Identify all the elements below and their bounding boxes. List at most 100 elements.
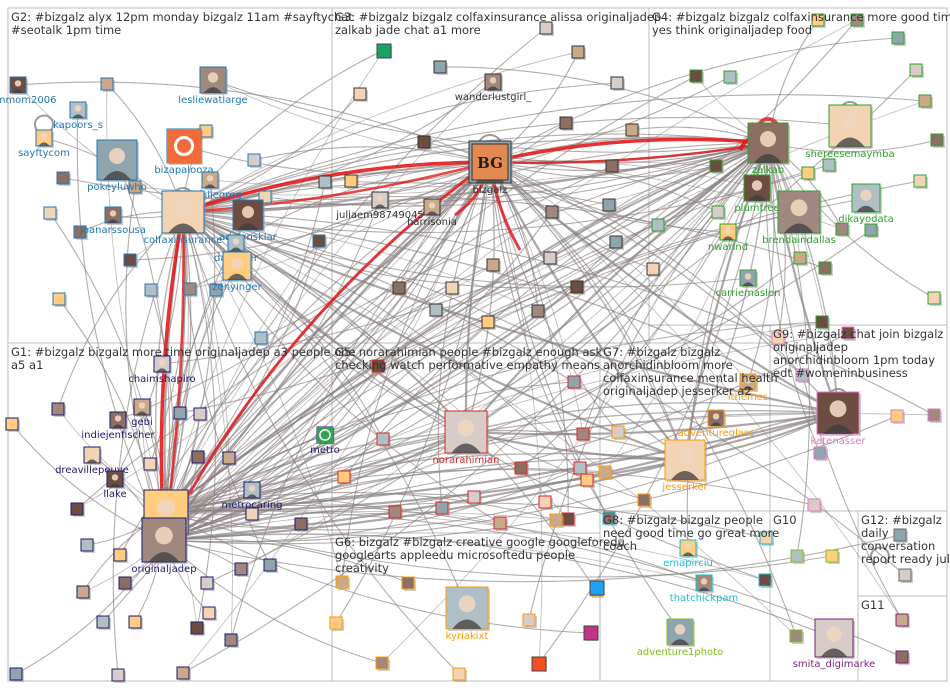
node-avatar[interactable] (177, 667, 191, 681)
node-avatar[interactable] (418, 136, 432, 150)
node-joanarssousa[interactable] (105, 207, 123, 225)
node-avatar[interactable] (759, 574, 773, 588)
node-avatar[interactable] (599, 466, 613, 480)
node-adventureglass[interactable] (708, 410, 726, 428)
node-avatar[interactable] (144, 458, 158, 472)
node-avatar[interactable] (354, 88, 368, 102)
instagram-icon[interactable] (584, 626, 598, 640)
node-avatar[interactable] (295, 518, 309, 532)
node-avatar[interactable] (808, 499, 822, 513)
node-nwarind[interactable] (720, 224, 738, 242)
node-bizgalz[interactable]: BG (469, 141, 513, 185)
node-norarahimian[interactable] (445, 411, 489, 455)
node-thatchickpam[interactable] (696, 575, 714, 593)
node-adventure1photo[interactable] (667, 619, 695, 647)
node-juliaem98749045[interactable] (372, 192, 390, 210)
google-logo-icon[interactable] (377, 44, 391, 58)
node-avatar[interactable] (119, 577, 133, 591)
node-avatar[interactable] (330, 617, 344, 631)
node-dreavillepeuve[interactable] (84, 447, 102, 465)
node-avatar[interactable] (436, 502, 450, 516)
node-avatar[interactable] (819, 262, 833, 276)
node-pokeyluwho[interactable] (97, 140, 139, 182)
node-avatar[interactable] (453, 668, 467, 682)
node-avatar[interactable] (191, 622, 205, 636)
node-avatar[interactable] (468, 491, 482, 505)
twitter-bird-icon[interactable] (590, 581, 604, 595)
node-wanderlustgirl-[interactable] (485, 74, 503, 92)
node-avatar[interactable] (389, 506, 403, 520)
node-avatar[interactable] (790, 630, 804, 644)
node-avatar[interactable] (899, 569, 913, 583)
node-avatar[interactable] (124, 254, 138, 268)
node-avatar[interactable] (402, 577, 416, 591)
node-brendaindallas[interactable] (778, 191, 822, 235)
node-avatar[interactable] (112, 669, 126, 683)
node-avatar[interactable] (638, 494, 652, 508)
node-avatar[interactable] (606, 160, 620, 174)
node-avatar[interactable] (572, 46, 586, 60)
node-avatar[interactable] (201, 577, 215, 591)
node-avatar[interactable] (710, 160, 724, 174)
node-avatar[interactable] (603, 199, 617, 213)
node-avatar[interactable] (10, 668, 24, 682)
node-avatar[interactable] (568, 376, 582, 390)
node-avatar[interactable] (794, 252, 808, 266)
node-zalkab[interactable] (748, 123, 790, 165)
node-avatar[interactable] (560, 117, 574, 131)
node-harrisonia[interactable] (424, 199, 442, 217)
node-avatar[interactable] (376, 657, 390, 671)
node-kapoors-s[interactable] (70, 102, 88, 120)
node-avatar[interactable] (223, 452, 237, 466)
node-avatar[interactable] (546, 206, 560, 220)
node-avatar[interactable] (6, 418, 20, 432)
node-avatar[interactable] (129, 616, 143, 630)
node-avatar[interactable] (97, 616, 111, 630)
node-shereesemaymba[interactable] (829, 105, 873, 149)
node-avatar[interactable] (611, 77, 625, 91)
node-avatar[interactable] (336, 576, 350, 590)
node-avatar[interactable] (338, 471, 352, 485)
node-avatar[interactable] (896, 651, 910, 665)
node-avatar[interactable] (562, 513, 576, 527)
node-indiejenfischer[interactable] (110, 412, 128, 430)
node-avatar[interactable] (919, 95, 933, 109)
microsoft-logo-icon[interactable] (532, 657, 546, 671)
node-avatar[interactable] (377, 433, 391, 447)
node-colfaxinsurance[interactable] (162, 191, 206, 235)
node-avatar[interactable] (724, 71, 738, 85)
node-avatar[interactable] (264, 559, 278, 573)
node-avatar[interactable] (540, 22, 554, 36)
node-avatar[interactable] (826, 550, 840, 564)
node-avatar[interactable] (928, 409, 942, 423)
node-avatar[interactable] (928, 292, 942, 306)
node-avatar[interactable] (114, 549, 128, 563)
node-avatar[interactable] (712, 206, 726, 220)
node-avatar[interactable] (814, 447, 828, 461)
node-avatar[interactable] (571, 281, 585, 295)
node-avatar[interactable] (53, 293, 67, 307)
node-avatar[interactable] (647, 263, 661, 277)
node-avatar[interactable] (892, 32, 906, 46)
node-katenasser[interactable] (817, 392, 861, 436)
node-avatar[interactable] (802, 167, 816, 181)
node-avatar[interactable] (515, 462, 529, 476)
node-avatar[interactable] (434, 61, 448, 75)
node-jesserker[interactable] (665, 440, 707, 482)
node-avatar[interactable] (910, 64, 924, 78)
node-avatar[interactable] (550, 514, 564, 528)
node-avatar[interactable] (865, 224, 879, 238)
node-avatar[interactable] (581, 474, 595, 488)
node-avatar[interactable] (81, 539, 95, 553)
node-adalynsklar[interactable] (233, 200, 265, 232)
node-avatar[interactable] (836, 223, 850, 237)
node-avatar[interactable] (690, 70, 704, 84)
node-avatar[interactable] (393, 282, 407, 296)
node-avatar[interactable] (652, 219, 666, 233)
node-dalalmaster[interactable] (228, 235, 246, 253)
node-avatar[interactable] (192, 451, 206, 465)
node-avatar[interactable] (626, 124, 640, 138)
node-avatar[interactable] (57, 172, 71, 186)
node-avatar[interactable] (896, 614, 910, 628)
node-dikayodata[interactable] (852, 184, 882, 214)
